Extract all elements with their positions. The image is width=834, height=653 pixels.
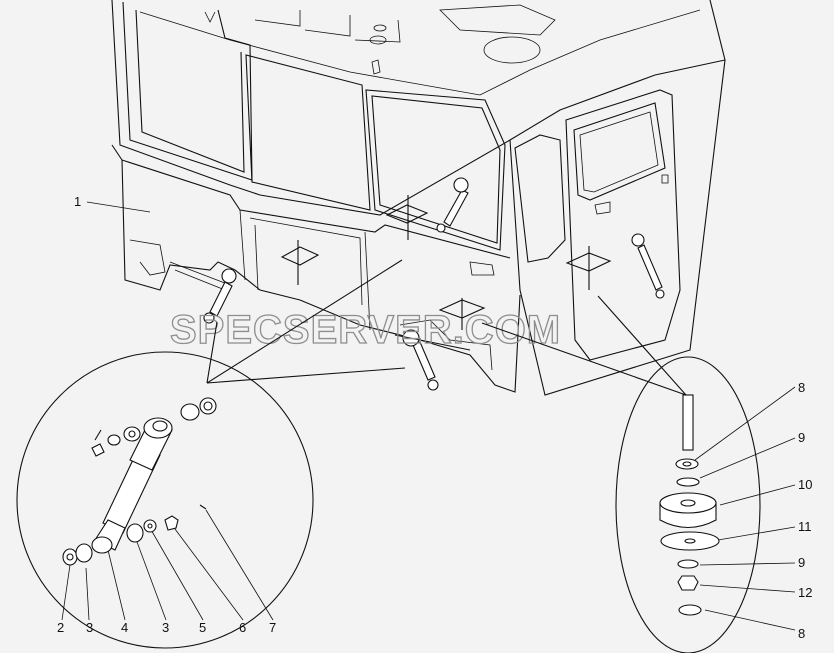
detail-circle-shock-absorber: [16, 351, 314, 649]
shock-absorber-left: [203, 268, 237, 324]
callout-5: 5: [199, 620, 206, 635]
callout-8a: 8: [798, 380, 805, 395]
callout-2: 2: [57, 620, 64, 635]
callout-4: 4: [121, 620, 128, 635]
shock-absorber-top: [436, 177, 469, 233]
shock-absorber-side: [631, 233, 665, 299]
callout-11: 11: [798, 519, 812, 534]
mount-plate-center: [438, 298, 486, 330]
callout-6: 6: [239, 620, 246, 635]
callout-12: 12: [798, 585, 812, 600]
watermark-text: SPECSERVER.COM: [170, 308, 561, 352]
callout-3b: 3: [162, 620, 169, 635]
callout-9a: 9: [798, 430, 805, 445]
shock-absorber-center: [394, 329, 471, 391]
callout-3a: 3: [86, 620, 93, 635]
callout-8b: 8: [798, 626, 805, 641]
cab-body: [111, 0, 726, 396]
callout-1: 1: [74, 194, 81, 209]
callout-10: 10: [798, 477, 812, 492]
mount-plate-side: [565, 246, 612, 290]
leader-lines: [61, 201, 796, 631]
mount-plate-front-left: [280, 240, 320, 285]
detail-ellipse-cushion-mount: [615, 356, 761, 653]
mount-plate-front-right: [385, 195, 429, 240]
callout-9b: 9: [798, 555, 805, 570]
callout-7: 7: [269, 620, 276, 635]
